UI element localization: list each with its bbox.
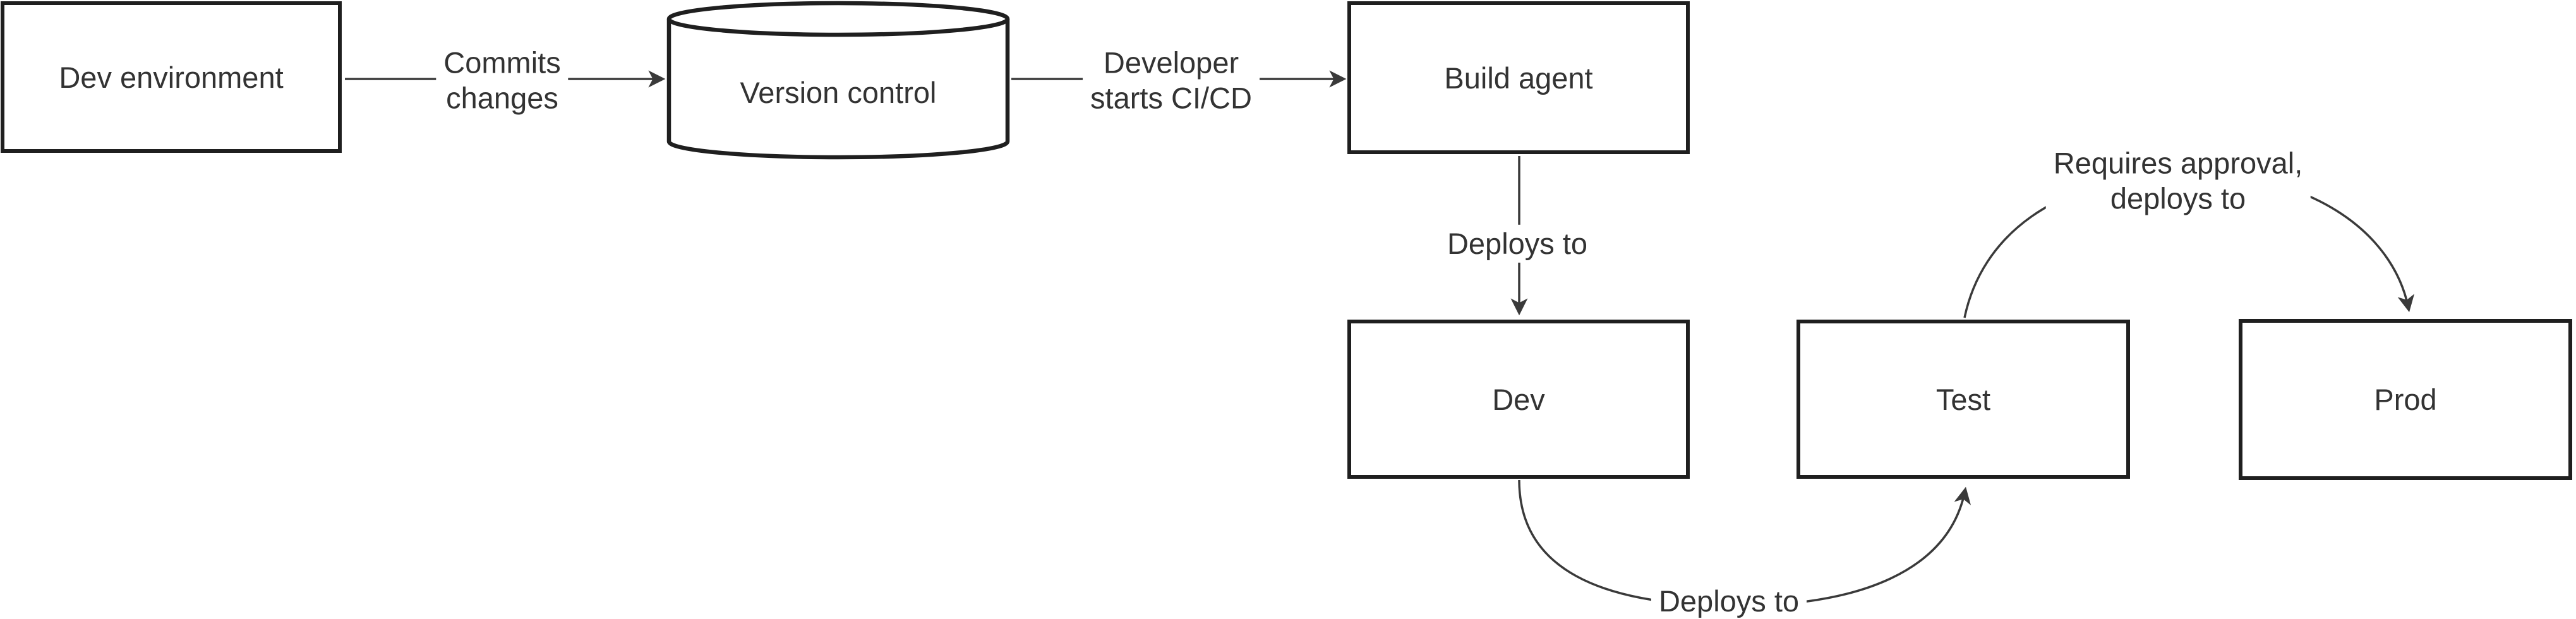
edge-label-line: starts CI/CD <box>1090 81 1252 115</box>
node-label: Test <box>1935 382 1991 416</box>
cylinder-top-ellipse <box>666 1 1010 37</box>
edge-label-commits-changes: Commits changes <box>436 44 569 118</box>
edge-label-line: changes <box>446 81 558 115</box>
node-dev-environment: Dev environment <box>1 1 342 153</box>
node-build-agent: Build agent <box>1347 1 1690 154</box>
node-test: Test <box>1797 320 2130 479</box>
node-label: Dev <box>1492 382 1545 416</box>
edge-label-line: Developer <box>1103 45 1239 80</box>
node-version-control: Version control <box>665 1 1011 161</box>
edge-label-requires-approval-deploys-to: Requires approval, deploys to <box>2045 144 2311 219</box>
cylinder-shape <box>666 1 1010 160</box>
node-label: Prod <box>2374 383 2437 416</box>
edge-label-line: deploys to <box>2110 182 2246 215</box>
edge-label-developer-starts-cicd: Developer starts CI/CD <box>1083 44 1260 118</box>
node-label: Dev environment <box>59 60 284 94</box>
node-dev: Dev <box>1347 320 1690 479</box>
node-prod: Prod <box>2239 319 2572 480</box>
cylinder-body <box>666 19 1010 160</box>
node-label: Version control <box>740 75 937 109</box>
edge-label-deploys-to-test: Deploys to <box>1651 582 1807 619</box>
edge-label-deploys-to-dev: Deploys to <box>1439 224 1596 263</box>
edge-label-line: Requires approval, <box>2053 146 2303 180</box>
node-label: Build agent <box>1444 61 1593 95</box>
edge-label-line: Commits <box>443 45 561 80</box>
